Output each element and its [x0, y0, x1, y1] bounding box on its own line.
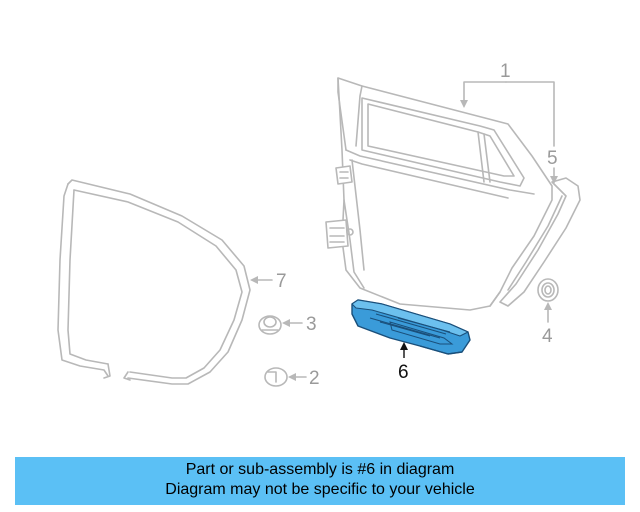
callout-label-4: 4: [542, 326, 553, 347]
parts-diagram: 1 5 7 3 2 4 6: [57, 61, 581, 389]
banner-line-part-number: Part or sub-assembly is #6 in diagram: [185, 461, 455, 478]
callout-label-7: 7: [276, 271, 287, 292]
scuff-plate-part-6[interactable]: [351, 299, 471, 355]
callout-label-2: 2: [309, 368, 320, 389]
callout-label-3: 3: [306, 314, 317, 335]
clip-part-3: [258, 315, 282, 335]
leader-lines: [250, 81, 558, 381]
callout-label-5: 5: [547, 148, 558, 169]
rear-door-shell: [325, 77, 553, 311]
door-edge-weatherstrip: [499, 177, 581, 307]
clip-part-2: [264, 367, 288, 387]
callout-label-1: 1: [500, 61, 511, 82]
info-banner: Part or sub-assembly is #6 in diagram Di…: [15, 457, 625, 505]
body-opening-weatherstrip: [57, 179, 251, 385]
plug-part-4: [537, 278, 559, 302]
callout-label-6: 6: [398, 362, 409, 383]
banner-line-disclaimer: Diagram may not be specific to your vehi…: [165, 481, 475, 498]
